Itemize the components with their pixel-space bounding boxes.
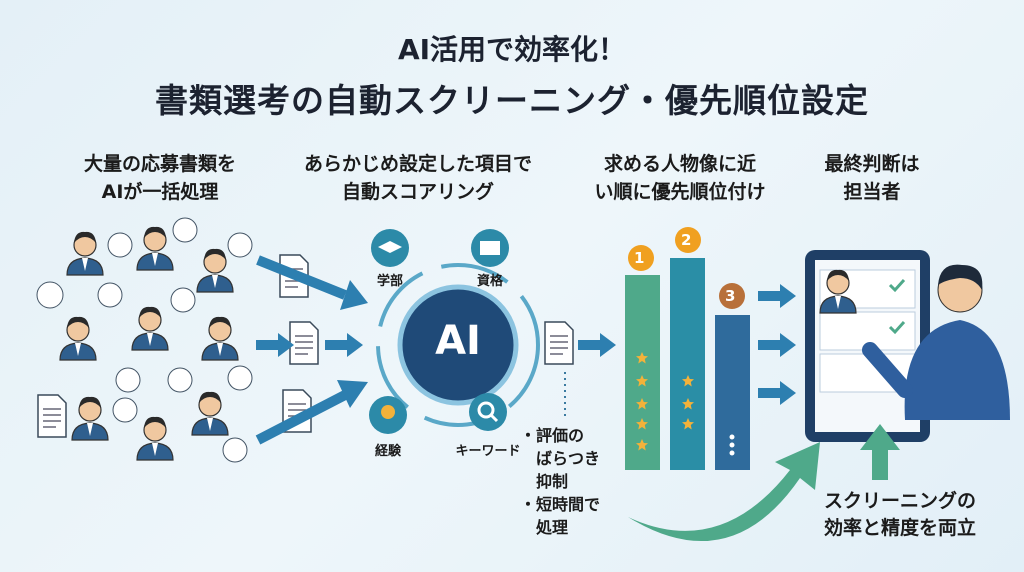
reviewer-person [862,264,1010,420]
step-2-heading: あらかじめ設定した項目で自動スコアリング [303,153,532,203]
criterion-keyword: キーワード [455,444,521,459]
applicant-crowd [36,217,253,463]
conclusion-text: スクリーニングの効率と精度を両立 [823,490,976,539]
step-3-heading: 求める人物像に近い順に優先順位付け [594,153,766,203]
title-line2: 書類選考の自動スクリーニング・優先順位設定 [155,81,869,120]
curved-progress-arrow [628,442,820,542]
up-arrow [860,424,900,480]
rank-3-badge: 3 [725,287,736,305]
arrows-to-ai [255,255,368,445]
criterion-qualification: 資格 [476,274,503,289]
ai-hub [369,229,540,434]
ai-center-label: AI [435,318,481,364]
rank-1-badge: 1 [634,249,645,267]
rank-2-badge: 2 [681,231,692,249]
step-4-heading: 最終判断は担当者 [824,153,920,203]
benefits-list: ・評価の ばらつき 抑制・短時間で 処理 [520,426,601,537]
scored-document [544,321,616,420]
arrows-to-tablet [758,284,796,405]
ranking-bars [625,227,750,470]
criterion-experience: 経験 [374,444,401,459]
criterion-faculty: 学部 [376,274,403,289]
title-line1: AI活用で効率化！ [397,33,627,66]
